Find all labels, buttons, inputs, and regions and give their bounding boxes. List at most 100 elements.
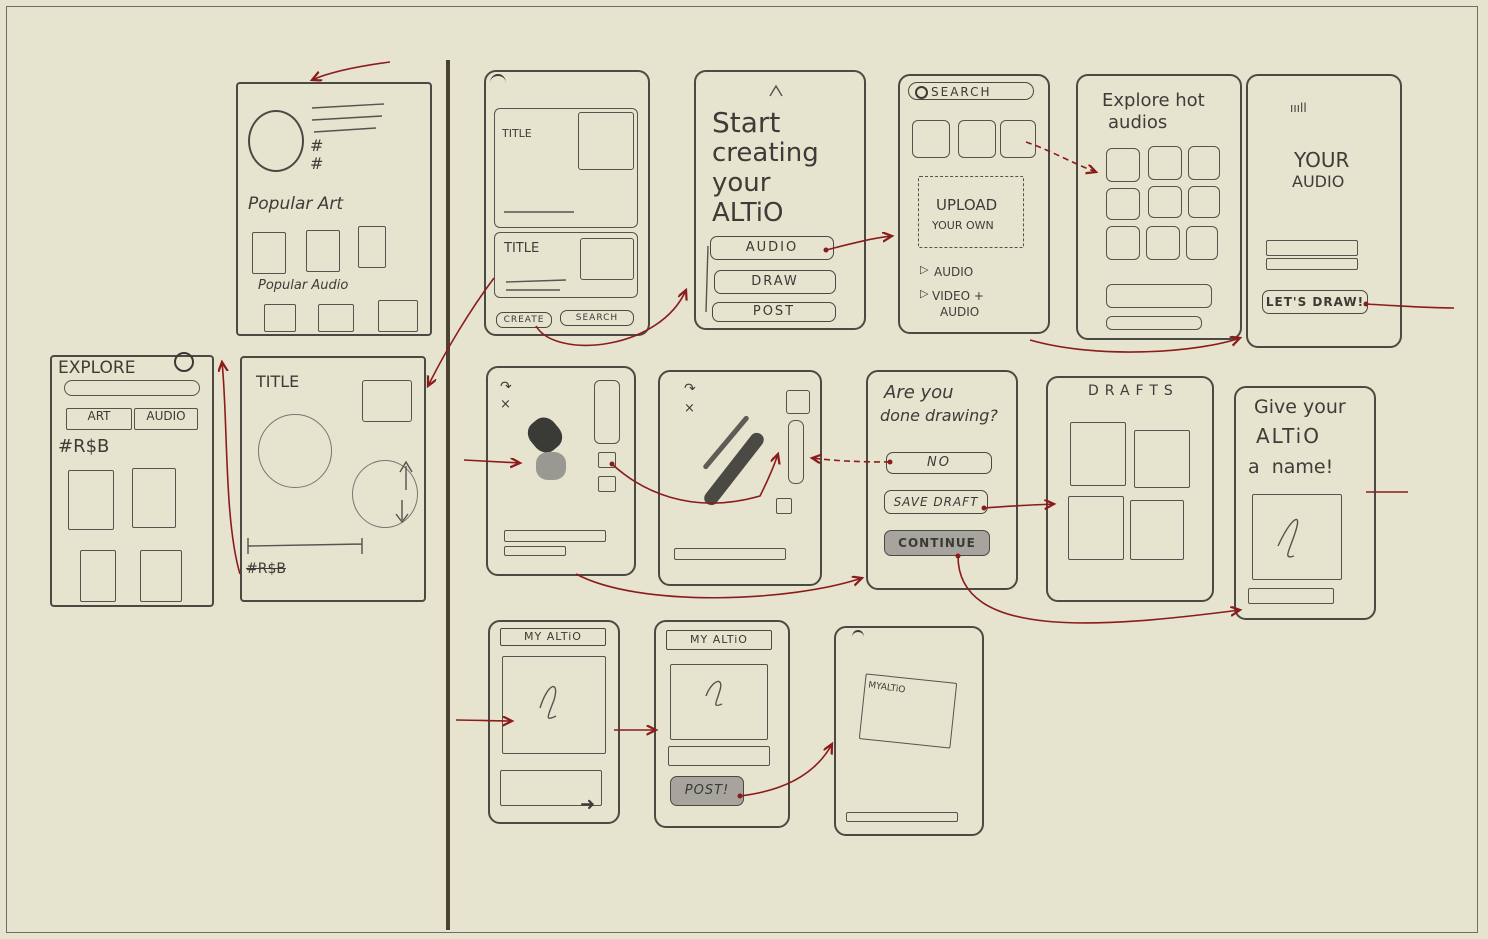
name-line-2: ALTiO (1256, 424, 1321, 448)
search-input[interactable]: SEARCH (908, 82, 1034, 100)
done-line-2: done drawing? (880, 406, 998, 425)
tab-audio[interactable]: AUDIO (134, 408, 198, 430)
start-slider-track (705, 245, 709, 313)
start-line-1: Start (712, 106, 781, 139)
post-button[interactable]: POST (712, 302, 836, 322)
continue-button[interactable]: CONTINUE (884, 530, 990, 556)
feed-card-2[interactable] (494, 232, 638, 298)
draft-2[interactable] (1134, 430, 1190, 488)
upload-line-2: YOUR OWN (932, 219, 994, 232)
name-line-1: Give your (1254, 396, 1346, 418)
draft-3[interactable] (1068, 496, 1124, 560)
search-result-1[interactable] (912, 120, 950, 158)
hot-audio-6[interactable] (1188, 186, 1220, 218)
explore-item-2[interactable] (132, 468, 176, 528)
hot-player-bar-2[interactable] (1106, 316, 1202, 330)
brush-size-slider[interactable] (788, 420, 804, 484)
explore-item-4[interactable] (140, 550, 182, 602)
hot-player-bar[interactable] (1106, 284, 1212, 308)
brush-grid-button[interactable] (786, 390, 810, 414)
drawing-screen-2 (658, 370, 822, 586)
feed-search-button[interactable]: SEARCH (560, 310, 634, 326)
explore-item-1[interactable] (68, 470, 114, 530)
art-thumb-1[interactable] (252, 232, 286, 274)
art-circle-large (258, 414, 332, 488)
arrow-audio-to-search (825, 236, 892, 251)
audio-thumb-1[interactable] (264, 304, 296, 332)
color-swatch-1[interactable] (598, 452, 616, 468)
save-draft-button[interactable]: SAVE DRAFT (884, 490, 988, 514)
arrow-continue-to-name (957, 555, 1240, 624)
art-thumb-2[interactable] (306, 230, 340, 272)
explore-screen (50, 355, 214, 607)
audio-progress-bar-2 (1266, 258, 1358, 270)
name-input[interactable] (1248, 588, 1334, 604)
arrow-search-to-your-audio (1029, 338, 1240, 353)
hot-audios-screen (1076, 74, 1242, 340)
save-draft-label: SAVE DRAFT (893, 495, 979, 509)
my-altio-art-2 (670, 664, 768, 740)
audio-progress-bar[interactable] (1266, 240, 1358, 256)
feed-card-1[interactable] (494, 108, 638, 228)
color-swatch-3[interactable] (776, 498, 792, 514)
art-squiggle-3 (539, 686, 557, 719)
feed-card-2-thumb[interactable] (580, 238, 634, 280)
close-icon-2[interactable]: × (684, 401, 695, 416)
undo-icon[interactable]: ↷ (500, 379, 512, 395)
hot-audio-3[interactable] (1188, 146, 1220, 180)
brush-palette[interactable] (594, 380, 620, 444)
draft-1[interactable] (1070, 422, 1126, 486)
my-altio-field-2[interactable] (668, 746, 770, 766)
explore-item-3[interactable] (80, 550, 116, 602)
post-final-label: POST! (684, 783, 730, 798)
draw-button-label: DRAW (751, 274, 799, 289)
avatar (248, 110, 304, 172)
art-thumb-3[interactable] (358, 226, 386, 268)
hot-audio-4[interactable] (1106, 188, 1140, 220)
search-result-2[interactable] (958, 120, 996, 158)
close-icon[interactable]: × (500, 397, 511, 412)
detail-screen (240, 356, 426, 602)
hot-audio-8[interactable] (1146, 226, 1180, 260)
feed-search-label: SEARCH (575, 313, 619, 323)
my-altio-screen-1 (488, 620, 620, 824)
explore-search-input[interactable] (64, 380, 200, 396)
search-input-icon (915, 86, 928, 99)
next-arrow-icon[interactable]: ➜ (580, 794, 596, 815)
upload-area[interactable] (918, 176, 1024, 248)
start-line-3: your (712, 168, 771, 198)
arrow-lets-draw-out (1365, 303, 1455, 309)
audio-button-label: AUDIO (745, 240, 799, 255)
drawing-1-timeline[interactable] (504, 530, 606, 542)
my-altio-field-1[interactable] (500, 770, 602, 806)
undo-icon-2[interactable]: ↷ (684, 381, 696, 397)
option-play-icon-1: ▷ (920, 263, 929, 276)
drawing-2-timeline[interactable] (674, 548, 786, 560)
option-audio[interactable]: AUDIO (934, 265, 974, 279)
no-button[interactable]: NO (886, 452, 992, 474)
color-swatch-2[interactable] (598, 476, 616, 492)
search-result-3[interactable] (1000, 120, 1036, 158)
feed-card-1-thumb[interactable] (578, 112, 634, 170)
hot-audio-5[interactable] (1148, 186, 1182, 218)
search-icon[interactable] (174, 352, 194, 372)
start-hook-lines (769, 84, 783, 97)
wave-icon: ıııll (1290, 101, 1307, 115)
hot-audio-7[interactable] (1106, 226, 1140, 260)
draw-button[interactable]: DRAW (714, 270, 836, 294)
hot-audio-2[interactable] (1148, 146, 1182, 180)
post-final-button[interactable]: POST! (670, 776, 744, 806)
draft-4[interactable] (1130, 500, 1184, 560)
option-video-1[interactable]: VIDEO + (932, 289, 984, 303)
audio-thumb-2[interactable] (318, 304, 354, 332)
arrow-post-to-posted (739, 744, 832, 797)
option-play-icon-2: ▷ (920, 287, 929, 300)
hot-audio-9[interactable] (1186, 226, 1218, 260)
hash-1: # (310, 136, 324, 155)
create-button[interactable]: CREATE (496, 312, 552, 328)
hot-audio-1[interactable] (1106, 148, 1140, 182)
detail-art-thumb[interactable] (362, 380, 412, 422)
tab-art[interactable]: ART (66, 408, 132, 430)
audio-thumb-3[interactable] (378, 300, 418, 332)
